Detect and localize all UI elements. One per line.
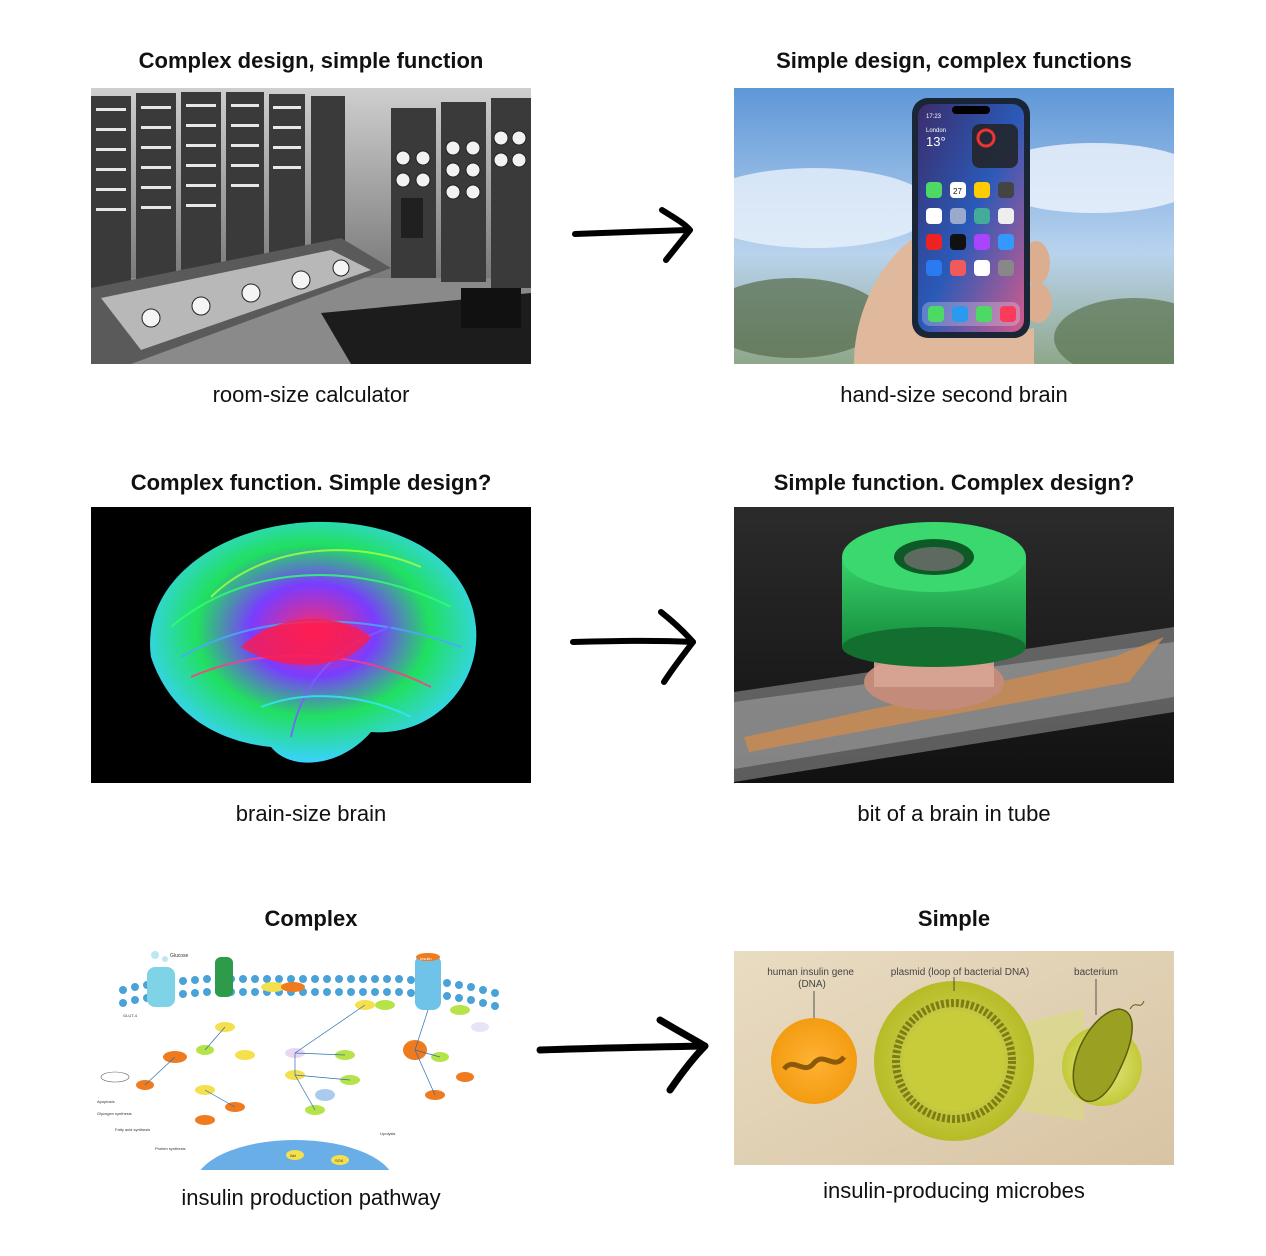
panel-caption-insulin-microbes: insulin-producing microbes [823, 1178, 1085, 1203]
insulin-pathway-diagram: Glucose Insulin GLUT-4 [95, 945, 510, 1170]
pathway-label-sgk: SGK [335, 1158, 344, 1163]
arrow-right-icon [570, 202, 700, 272]
panel-caption-bit-of-brain: bit of a brain in tube [857, 801, 1051, 826]
pathway-label-fatty-acid: Fatty acid synthesis [115, 1127, 150, 1132]
label-bacterium: bacterium [1074, 967, 1118, 978]
panel-caption-brain-size-brain: brain-size brain [235, 801, 387, 826]
pathway-label-apoptosis: Apoptosis [97, 1099, 115, 1104]
smartphone-photo: 17:23 London 13° 27 [734, 88, 1174, 364]
arrow-right-icon [568, 602, 703, 690]
panel-title-simple-design: Simple design, complex functions [776, 48, 1132, 73]
pathway-label-glycogen: Glycogen synthesis [97, 1111, 132, 1116]
panel-title-complex: Complex [264, 906, 358, 931]
pathway-label-akt: Akt [290, 1153, 297, 1158]
label-human-insulin-gene: human insulin gene (DNA) [767, 967, 857, 990]
vintage-computer-photo [91, 88, 531, 364]
brain-tractography-image [91, 507, 531, 783]
phone-calendar-date: 27 [953, 187, 962, 196]
panel-caption-hand-size-second-brain: hand-size second brain [840, 382, 1068, 407]
pathway-label-lipolysis: Lipolysis [380, 1131, 395, 1136]
panel-title-complex-function: Complex function. Simple design? [130, 470, 492, 495]
pathway-label-protein: Protein synthesis [155, 1146, 185, 1151]
phone-city: London [926, 128, 946, 134]
panel-title-simple-function: Simple function. Complex design? [773, 470, 1135, 495]
pathway-label-glucose: Glucose [170, 953, 189, 959]
bacteria-plasmid-illustration: human insulin gene (DNA) plasmid (loop o… [734, 951, 1174, 1165]
organoid-chip-photo [734, 507, 1174, 783]
panel-title-simple: Simple [917, 906, 991, 931]
panel-caption-insulin-pathway: insulin production pathway [181, 1185, 441, 1210]
phone-temp: 13° [926, 134, 946, 149]
pathway-label-insulin: Insulin [420, 956, 432, 961]
pathway-label-glut4: GLUT-4 [123, 1013, 138, 1018]
label-plasmid: plasmid (loop of bacterial DNA) [891, 967, 1029, 978]
panel-title-complex-design: Complex design, simple function [138, 48, 484, 73]
phone-time: 17:23 [926, 114, 942, 120]
arrow-right-icon [535, 1012, 715, 1096]
panel-caption-room-size-calculator: room-size calculator [212, 382, 410, 407]
